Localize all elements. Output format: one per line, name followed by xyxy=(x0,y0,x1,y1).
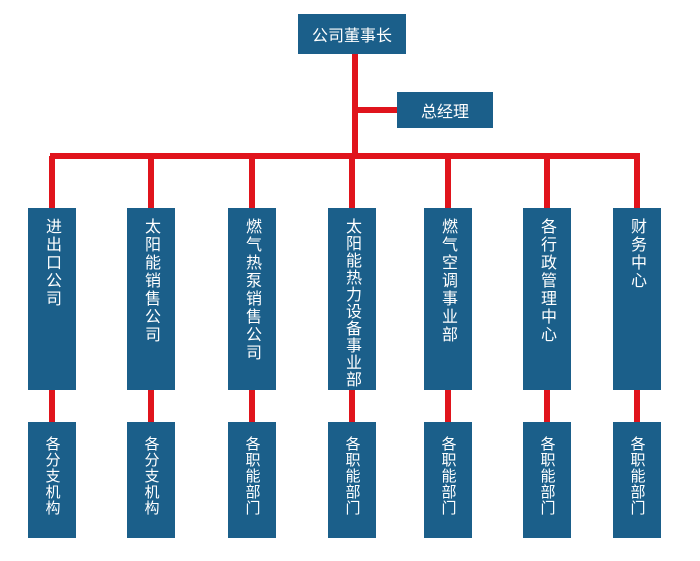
dept-box-6: 各行政管理中心 xyxy=(523,208,571,390)
sub-label-3: 各职能部门 xyxy=(243,436,262,516)
sub-box-3: 各职能部门 xyxy=(228,422,276,538)
dept-label-6: 各行政管理中心 xyxy=(538,218,557,344)
dept-box-2: 太阳能销售公司 xyxy=(127,208,175,390)
dept-box-4: 太阳能热力设备事业部 xyxy=(328,208,376,390)
sub-label-4: 各职能部门 xyxy=(343,436,362,516)
dept-label-4: 太阳能热力设备事业部 xyxy=(343,218,362,388)
general-manager-box: 总经理 xyxy=(397,92,493,128)
sub-label-2: 各分支机构 xyxy=(142,436,161,516)
dept-label-5: 燃气空调事业部 xyxy=(439,218,458,344)
sub-label-1: 各分支机构 xyxy=(43,436,62,516)
dept-label-2: 太阳能销售公司 xyxy=(142,218,161,344)
chairman-box: 公司董事长 xyxy=(298,14,406,54)
dept-label-7: 财务中心 xyxy=(628,218,647,290)
general-manager-label: 总经理 xyxy=(420,102,469,121)
sub-label-5: 各职能部门 xyxy=(439,436,458,516)
dept-box-7: 财务中心 xyxy=(613,208,661,390)
dept-box-5: 燃气空调事业部 xyxy=(424,208,472,390)
sub-box-5: 各职能部门 xyxy=(424,422,472,538)
dept-label-1: 进出口公司 xyxy=(43,218,62,308)
dept-box-1: 进出口公司 xyxy=(28,208,76,390)
sub-box-2: 各分支机构 xyxy=(127,422,175,538)
sub-box-7: 各职能部门 xyxy=(613,422,661,538)
sub-box-6: 各职能部门 xyxy=(523,422,571,538)
sub-box-4: 各职能部门 xyxy=(328,422,376,538)
dept-label-3: 燃气热泵销售公司 xyxy=(243,218,262,362)
sub-label-6: 各职能部门 xyxy=(538,436,557,516)
sub-label-7: 各职能部门 xyxy=(628,436,647,516)
chairman-label: 公司董事长 xyxy=(311,26,392,45)
dept-box-3: 燃气热泵销售公司 xyxy=(228,208,276,390)
sub-box-1: 各分支机构 xyxy=(28,422,76,538)
